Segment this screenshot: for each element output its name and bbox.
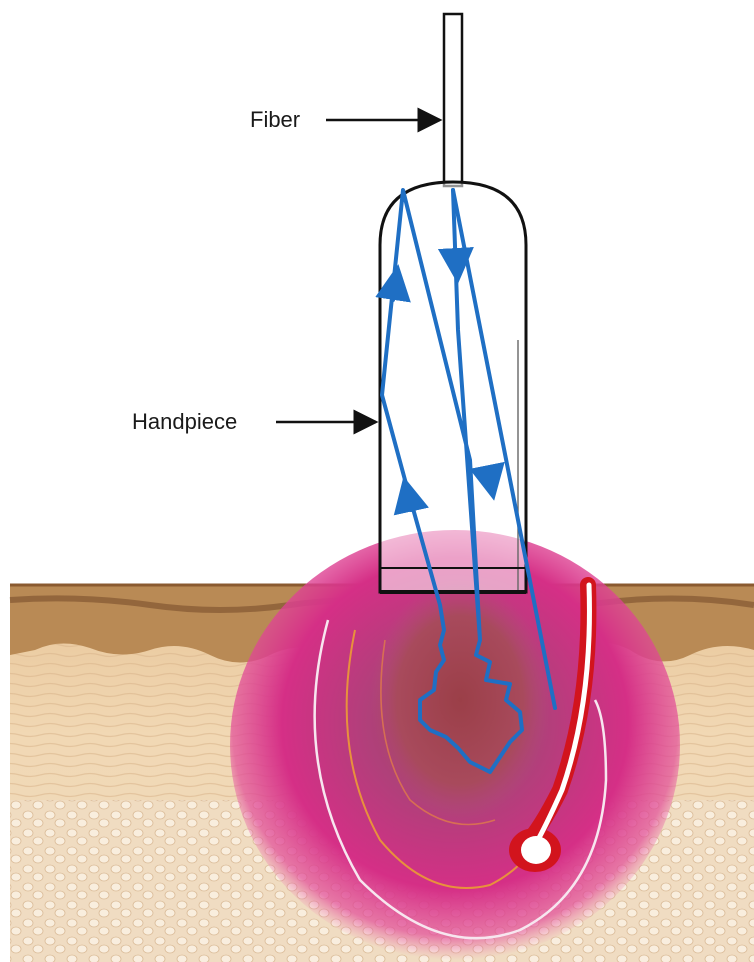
beam-arrow-down-1 (456, 250, 457, 268)
fiber-label: Fiber (250, 107, 300, 132)
hair-bulb (521, 836, 551, 864)
handpiece-label-group: Handpiece (132, 409, 376, 434)
fiber (444, 14, 462, 186)
handpiece (380, 14, 526, 592)
heat-zone-core (370, 580, 550, 820)
handpiece-label: Handpiece (132, 409, 237, 434)
fiber-label-group: Fiber (250, 107, 440, 132)
